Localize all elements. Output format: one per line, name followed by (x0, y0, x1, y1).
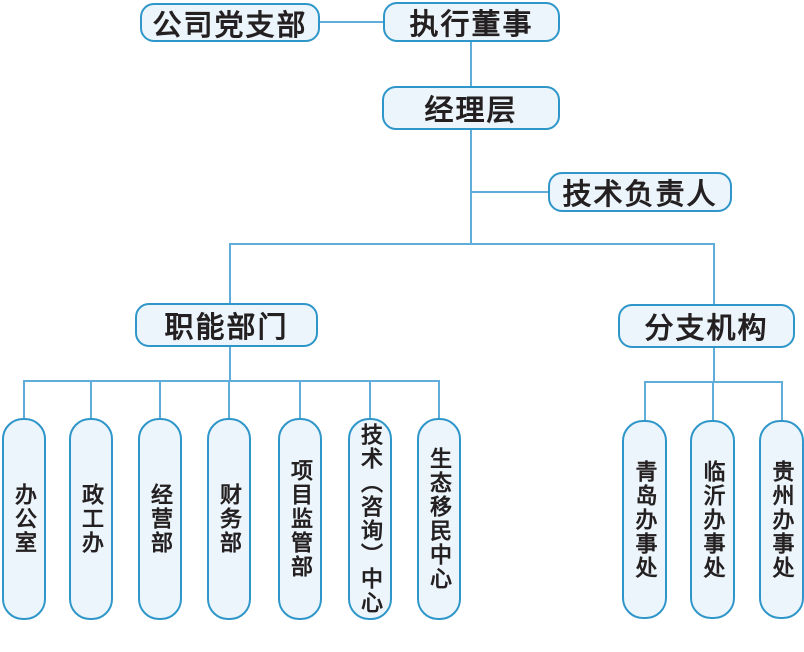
connector-stub-dept-3 (159, 380, 161, 418)
node-dept-finance: 财务部 (207, 418, 251, 620)
connector-stub-dept-1 (23, 380, 25, 418)
node-dept-project-supervision: 项目监管部 (278, 418, 322, 620)
node-dept-office-label: 办公室 (12, 483, 37, 555)
node-technical-lead-label: 技术负责人 (562, 179, 718, 211)
connector-rail-departments (23, 380, 440, 382)
connector-stub-dept-5 (299, 380, 301, 418)
connector-stub-dept-4 (228, 380, 230, 418)
connector-line-party-director (320, 21, 383, 23)
node-dept-operations: 经营部 (138, 418, 182, 620)
node-office-guizhou-label: 贵州办事处 (769, 459, 795, 580)
node-office-linyi: 临沂办事处 (690, 420, 735, 619)
connector-line-management-split (470, 130, 472, 244)
node-office-qingdao-label: 青岛办事处 (632, 459, 658, 580)
connector-stub-office-3 (781, 381, 783, 420)
node-office-linyi-label: 临沂办事处 (700, 459, 726, 580)
node-dept-project-supervision-label: 项目监管部 (288, 459, 313, 579)
node-management-label: 经理层 (424, 95, 518, 127)
node-dept-technology-consulting-center: 技术（咨询）中心 (348, 418, 392, 620)
connector-line-drop-functional (229, 243, 231, 303)
connector-stub-office-2 (712, 381, 714, 420)
node-functional-departments-label: 职能部门 (164, 312, 289, 344)
node-dept-finance-label: 财务部 (217, 483, 242, 555)
connector-stub-office-1 (644, 381, 646, 420)
node-party-branch: 公司党支部 (140, 3, 320, 42)
connector-line-technical-lead (471, 191, 548, 193)
connector-line-director-management (470, 42, 472, 86)
node-branch-offices-label: 分支机构 (644, 313, 769, 345)
node-technical-lead: 技术负责人 (548, 172, 732, 212)
connector-line-branch-rail (713, 348, 715, 382)
connector-stub-dept-7 (438, 380, 440, 418)
node-party-branch-label: 公司党支部 (152, 9, 308, 42)
node-office-guizhou: 贵州办事处 (759, 420, 804, 619)
connector-stub-dept-6 (369, 380, 371, 418)
node-executive-director: 执行董事 (383, 2, 560, 42)
node-functional-departments: 职能部门 (135, 303, 318, 347)
node-dept-ecological-migration-center: 生态移民中心 (417, 418, 461, 620)
node-office-qingdao: 青岛办事处 (622, 420, 667, 619)
connector-line-main-split (229, 243, 714, 245)
node-dept-technology-consulting-center-label: 技术（咨询）中心 (358, 423, 383, 615)
node-dept-political-work-label: 政工办 (79, 483, 104, 555)
node-management: 经理层 (382, 86, 560, 130)
node-dept-political-work: 政工办 (69, 418, 113, 620)
node-dept-office: 办公室 (2, 418, 46, 620)
connector-line-functional-rail (229, 347, 231, 381)
node-dept-operations-label: 经营部 (148, 483, 173, 555)
node-dept-ecological-migration-center-label: 生态移民中心 (427, 447, 452, 591)
connector-stub-dept-2 (90, 380, 92, 418)
connector-line-drop-branch (713, 243, 715, 304)
node-executive-director-label: 执行董事 (409, 9, 534, 41)
node-branch-offices: 分支机构 (618, 304, 795, 348)
